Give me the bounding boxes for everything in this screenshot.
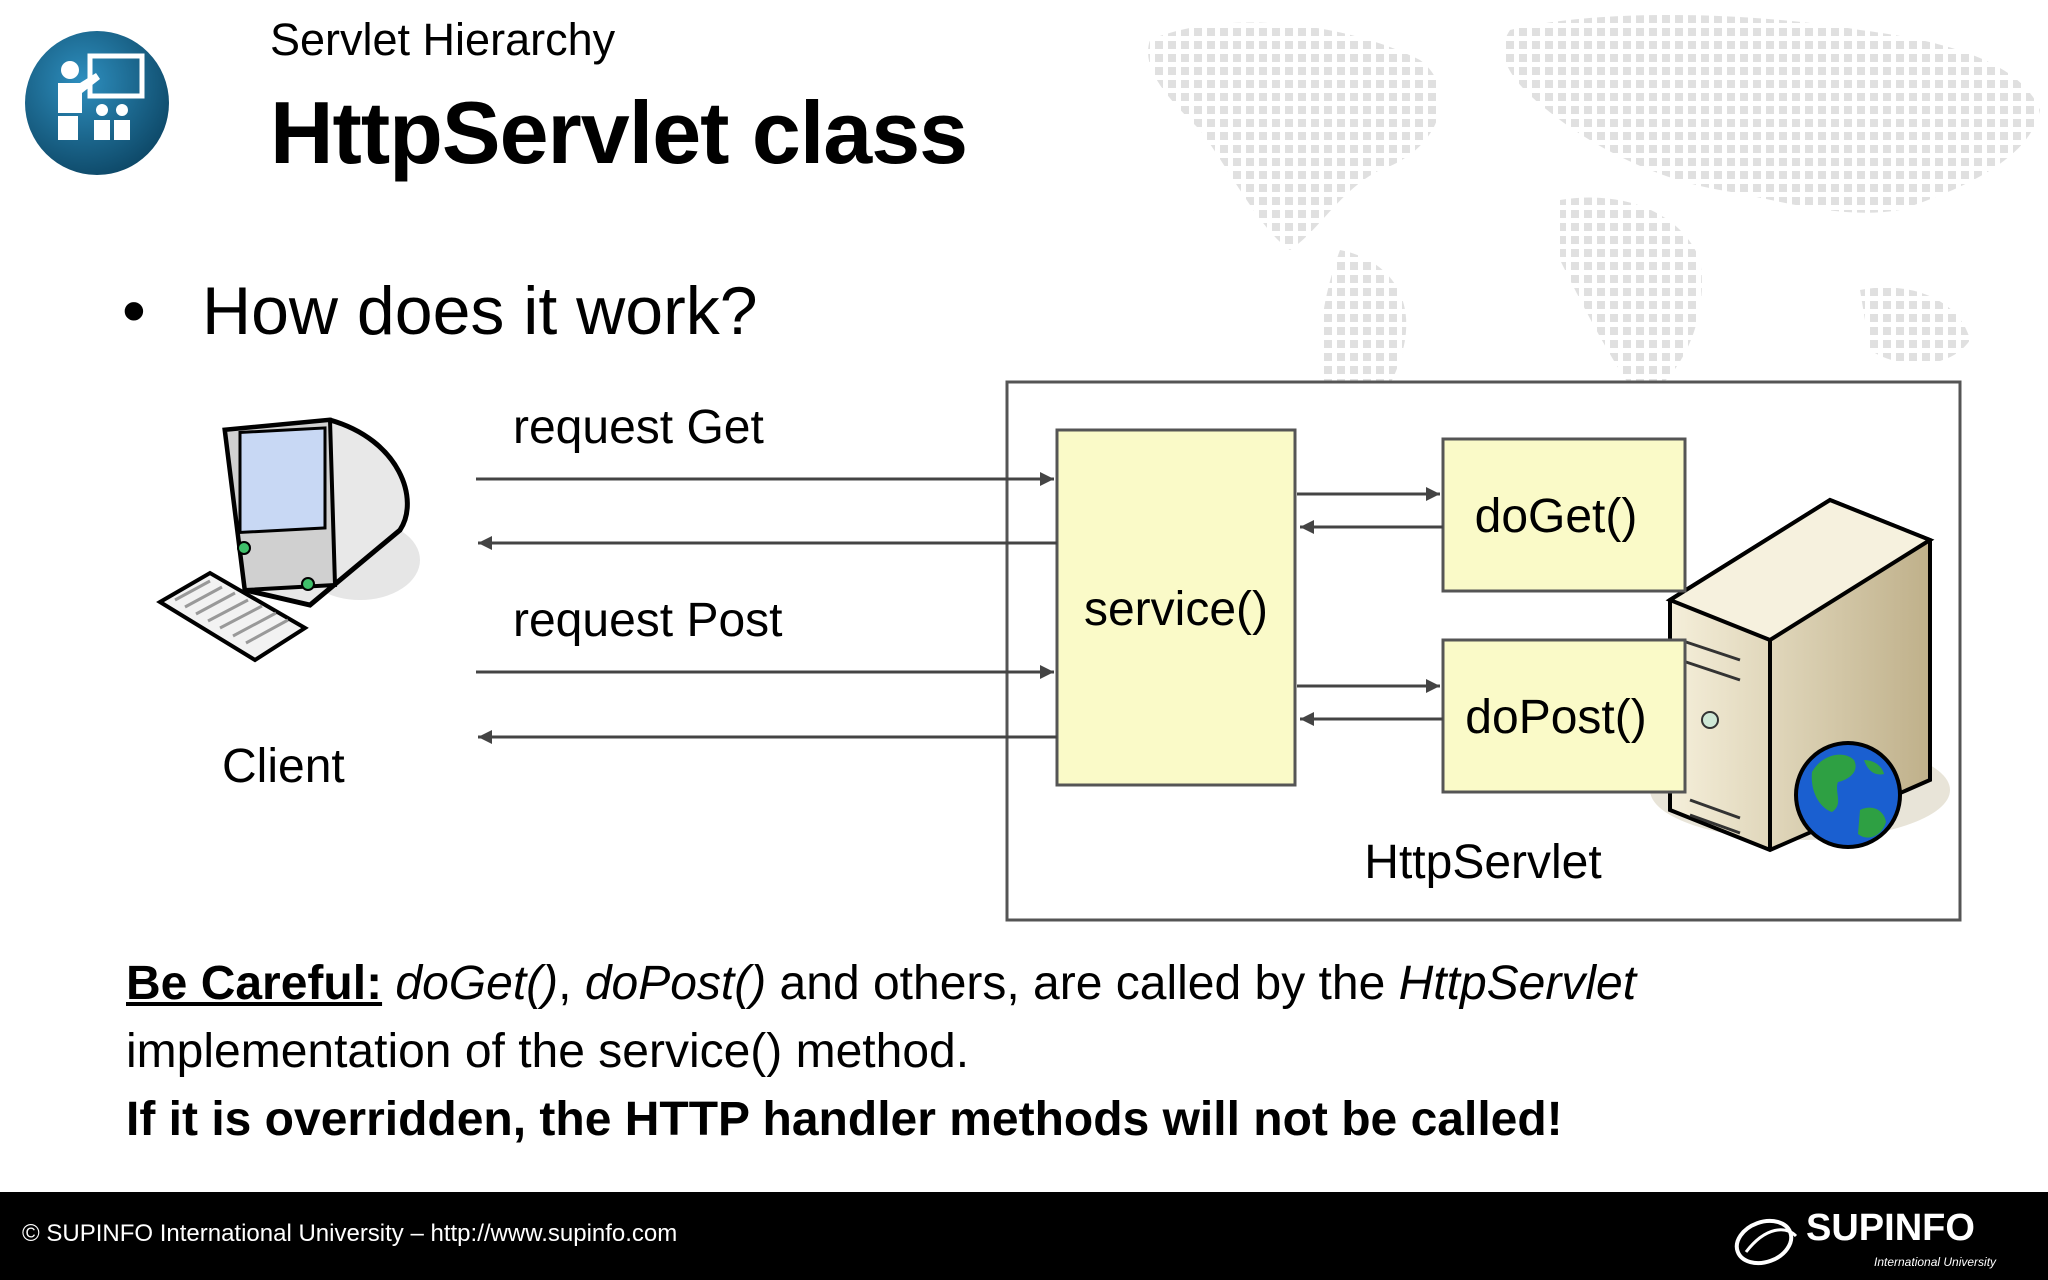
class-httpservlet: HttpServlet — [1398, 957, 1637, 1010]
footer-bar: © SUPINFO International University – htt… — [0, 1192, 2048, 1280]
brand-sub: International University — [1874, 1255, 1997, 1269]
client-label: Client — [222, 740, 345, 793]
method-doget: doGet() — [395, 957, 559, 1010]
note-mid: and others, are called by the — [766, 957, 1399, 1010]
servlet-diagram: service() doGet() doPost() HttpServlet r… — [156, 380, 1962, 922]
doget-label: doGet() — [1475, 490, 1638, 543]
note-line2: implementation of the service() method. — [126, 1025, 970, 1078]
request-get-label: request Get — [513, 401, 764, 454]
globe-icon — [1794, 741, 1902, 849]
supinfo-logo: SUPINFO International University — [1734, 1207, 1997, 1269]
request-post-label: request Post — [513, 594, 782, 647]
careful-note: Be Careful: doGet(), doPost() and others… — [126, 950, 2006, 1154]
dopost-box — [1441, 638, 1687, 794]
service-box — [1055, 428, 1297, 787]
note-warning: If it is overridden, the HTTP handler me… — [126, 1093, 1563, 1146]
presenter-icon — [25, 31, 169, 175]
footer-copyright: © SUPINFO International University – htt… — [22, 1220, 678, 1247]
note-separator: , — [558, 957, 585, 1010]
container-label: HttpServlet — [1364, 836, 1601, 889]
method-dopost: doPost() — [584, 957, 767, 1010]
bullet-text: How does it work? — [202, 273, 758, 349]
slide-title: HttpServlet class — [270, 83, 968, 182]
computer-icon — [156, 417, 420, 663]
dopost-label: doPost() — [1465, 691, 1646, 744]
bullet-dot: • — [122, 273, 146, 349]
bullet-item: • How does it work? — [122, 272, 758, 350]
careful-label: Be Careful: — [126, 957, 383, 1010]
service-label: service() — [1084, 583, 1268, 636]
doget-box — [1441, 437, 1687, 593]
slide-subtitle: Servlet Hierarchy — [270, 14, 616, 65]
brand-name: SUPINFO — [1806, 1207, 1975, 1249]
world-map-icon — [1148, 15, 2040, 437]
